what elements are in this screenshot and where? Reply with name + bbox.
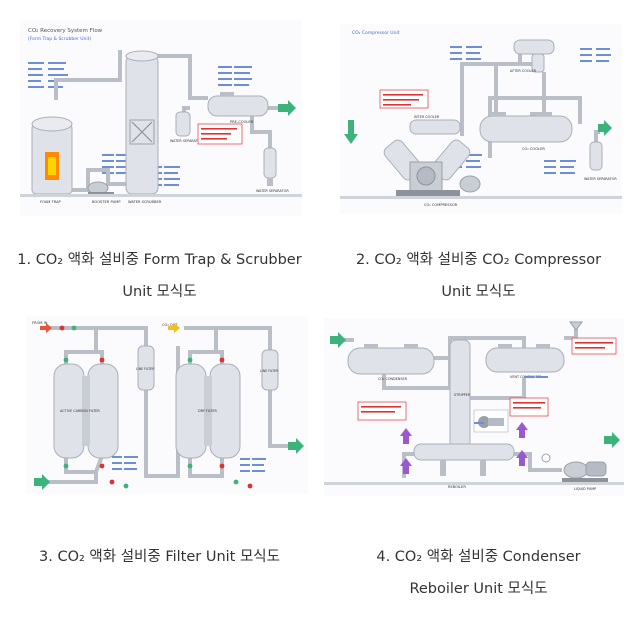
diagram-2-svg: CO₂ Compressor Unit	[340, 30, 622, 207]
label-foam-trap: FOAM TRAP	[40, 200, 62, 204]
vent-condenser	[485, 344, 565, 373]
label-dry-filter: DRY FILTER	[198, 409, 217, 413]
label-booster-pump: BOOSTER PUMP	[92, 200, 121, 204]
flow-in-arrow-4	[330, 332, 346, 348]
water-separator-1	[175, 111, 191, 137]
red-note-4a	[571, 337, 617, 355]
dry-filter	[175, 363, 241, 459]
caption-3: 3. CO₂ 액화 설비중 Filter Unit 모식도	[0, 541, 319, 573]
active-carbon-filter	[53, 363, 119, 459]
diagram-filter-unit: FROM IN CO₂ OUT ACTIVE CARBON FILTER	[26, 316, 308, 494]
flow-out-arrow-2	[598, 120, 612, 136]
heat-arrows	[400, 422, 528, 474]
diagram-3-svg: FROM IN CO₂ OUT ACTIVE CARBON FILTER	[32, 321, 304, 490]
flow-out-arrow-4	[604, 432, 620, 448]
line-filter	[137, 345, 155, 391]
diagram-co2-compressor: CO₂ Compressor Unit	[340, 24, 622, 214]
caption-1: 1. CO₂ 액화 설비중 Form Trap & Scrubber Unit …	[0, 244, 319, 308]
diagram-form-trap-scrubber: CO₂ Recovery System Flow (Form Trap & Sc…	[20, 20, 302, 216]
after-cooler	[513, 39, 555, 73]
diagram-4-svg: CO₂ CONDENSER VENT CONDENSER	[324, 321, 624, 491]
photo-inset	[473, 409, 509, 433]
red-note-2	[379, 89, 429, 109]
caption-2: 2. CO₂ 액화 설비중 CO₂ Compressor Unit 모식도	[319, 244, 638, 308]
water-separator-3	[589, 141, 603, 171]
caption-3-line-1: 3. CO₂ 액화 설비중 Filter Unit 모식도	[39, 549, 280, 565]
red-note-4b	[357, 401, 407, 421]
label-water-separator-2: WATER SEPARATOR	[256, 189, 289, 193]
label-line-filter-2: LINE FILTER	[260, 369, 279, 373]
liquid-pump	[541, 453, 608, 482]
label-active-carbon-filter: ACTIVE CARBON FILTER	[60, 409, 100, 413]
label-liquid-pump: LIQUID PUMP	[574, 487, 596, 491]
label-pre-cooler: PRE-COOLER	[230, 120, 254, 124]
diagram-1-svg: CO₂ Recovery System Flow (Form Trap & Sc…	[20, 28, 302, 204]
red-note-1	[197, 123, 243, 145]
flow-out-arrow	[278, 100, 296, 116]
relief-valve	[569, 321, 583, 331]
label-co2-condenser: CO₂ CONDENSER	[378, 377, 408, 381]
flow-in-arrow-3	[34, 474, 50, 490]
label-from-in: FROM IN	[32, 321, 48, 325]
diagram-1-subtitle: (Form Trap & Scrubber Unit)	[28, 36, 91, 42]
valves	[59, 325, 253, 489]
label-inter-cooler: INTER COOLER	[414, 115, 440, 119]
co2-out-arrow	[168, 323, 180, 333]
label-water-separator-3: WATER SEPARATOR	[584, 177, 617, 181]
flow-out-arrow-3	[288, 438, 304, 454]
inter-cooler	[409, 119, 461, 135]
label-reboiler: REBOILER	[448, 485, 466, 489]
label-co2-compressor: CO₂ COMPRESSOR	[424, 203, 458, 207]
water-separator-2	[263, 147, 277, 186]
co2-cooler	[479, 112, 573, 143]
diagram-2-title: CO₂ Compressor Unit	[352, 30, 400, 36]
label-water-scrubber: WATER SCRUBBER	[128, 200, 162, 204]
diagram-condenser-reboiler: CO₂ CONDENSER VENT CONDENSER	[324, 318, 624, 496]
line-filter-2	[261, 349, 279, 391]
info-blocks-3	[112, 456, 266, 472]
caption-4-line-2: Reboiler Unit 모식도	[409, 581, 548, 597]
label-after-cooler: AFTER COOLER	[510, 69, 537, 73]
reboiler	[413, 443, 515, 476]
co2-condenser	[347, 344, 435, 375]
co2-compressor	[383, 139, 481, 196]
label-co2-cooler: CO₂ COOLER	[522, 147, 545, 151]
caption-1-line-1: 1. CO₂ 액화 설비중 Form Trap & Scrubber	[17, 252, 302, 268]
label-water-separator: WATER SEPARATOR	[170, 139, 203, 143]
caption-2-line-1: 2. CO₂ 액화 설비중 CO₂ Compressor	[355, 252, 602, 268]
caption-2-line-2: Unit 모식도	[441, 284, 516, 300]
inlet-arrow-red	[40, 323, 52, 333]
red-note-4c	[509, 397, 549, 417]
label-stripper: STRIPPER	[454, 393, 471, 397]
caption-4: 4. CO₂ 액화 설비중 Condenser Reboiler Unit 모식…	[319, 541, 638, 605]
diagram-1-title: CO₂ Recovery System Flow	[28, 28, 103, 34]
pre-cooler	[207, 92, 269, 117]
foam-trap	[31, 116, 73, 195]
caption-1-line-2: Unit 모식도	[122, 284, 197, 300]
water-scrubber	[125, 50, 159, 195]
flow-in-arrow	[344, 120, 358, 144]
caption-4-line-1: 4. CO₂ 액화 설비중 Condenser	[376, 549, 581, 565]
label-co2-out: CO₂ OUT	[162, 323, 178, 327]
info-blocks-4	[474, 376, 548, 424]
label-line-filter: LINE FILTER	[136, 367, 155, 371]
